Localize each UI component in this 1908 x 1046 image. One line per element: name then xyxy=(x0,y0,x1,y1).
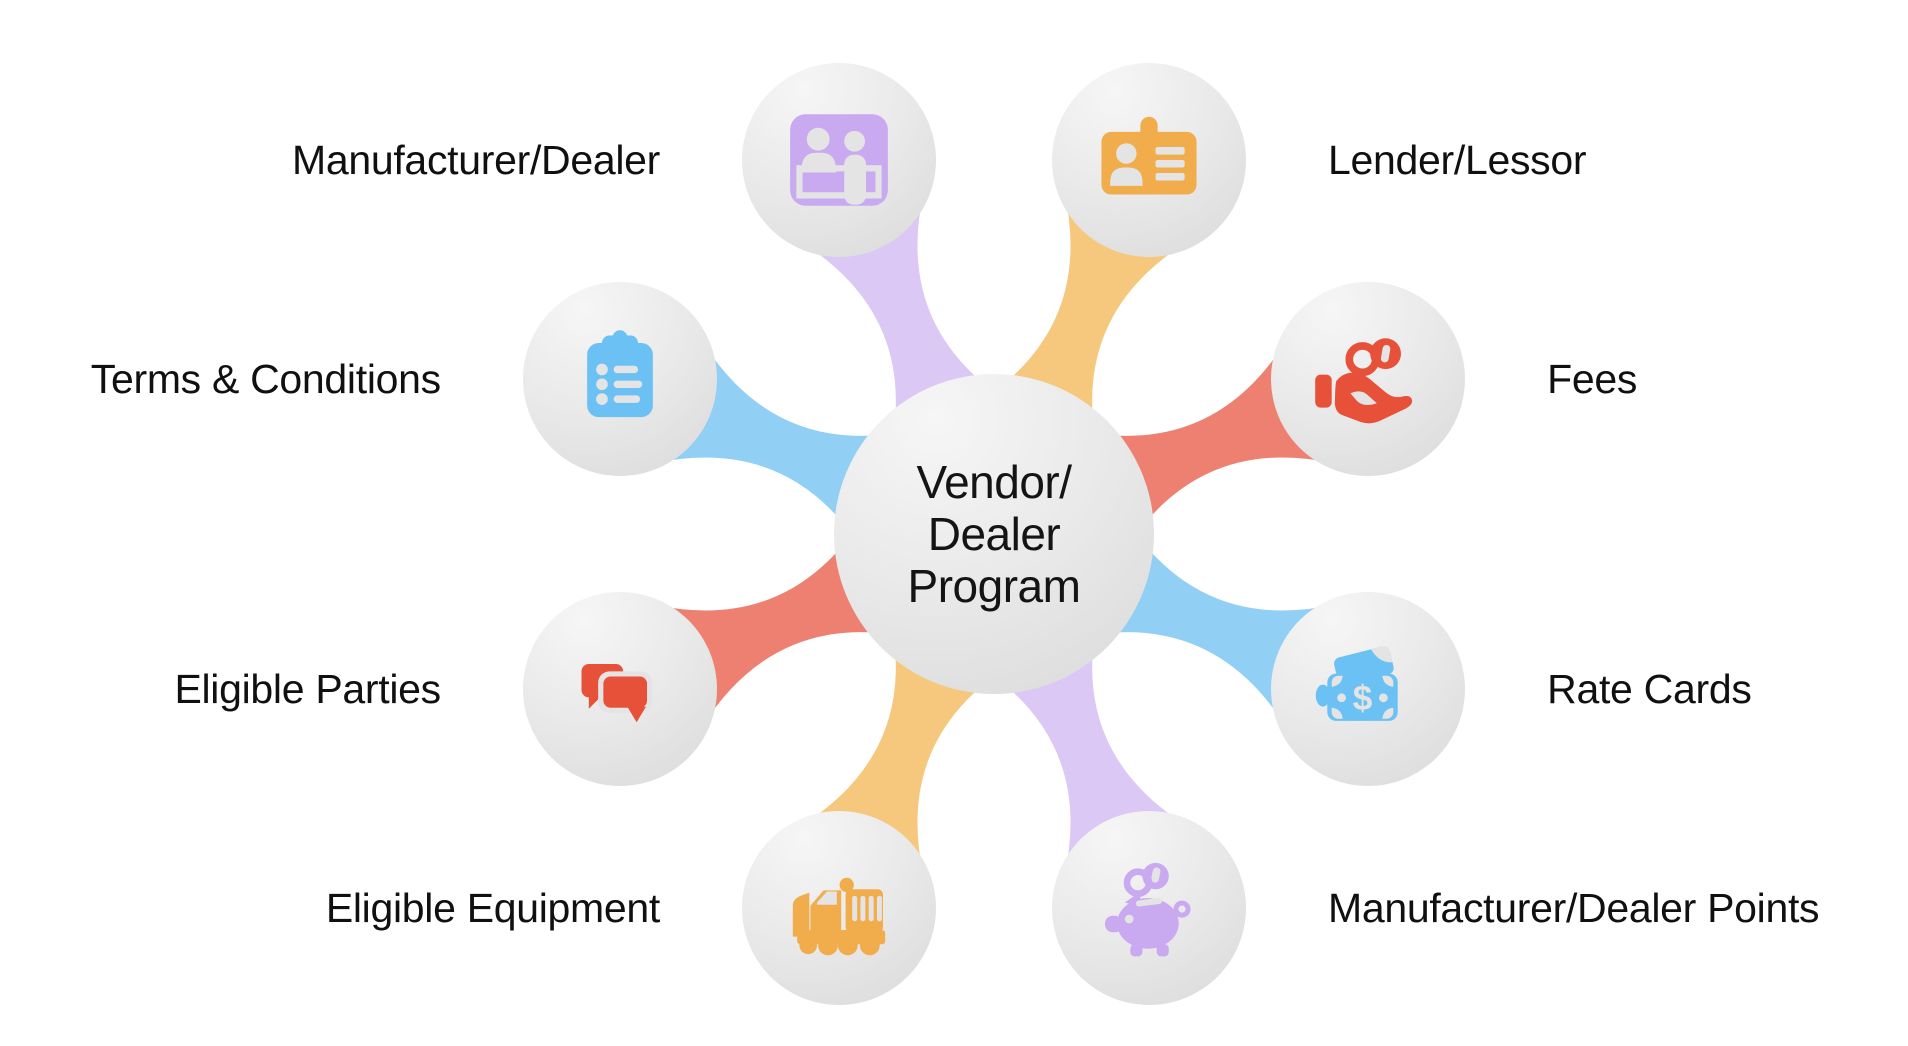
label-fees: Fees xyxy=(1547,356,1638,402)
node-fees xyxy=(1271,282,1466,476)
node-eligible-parties xyxy=(522,591,717,786)
piggy-bank-icon xyxy=(1104,863,1191,957)
node-lender-lessor xyxy=(1051,62,1246,257)
node-rate-cards: $ xyxy=(1271,591,1466,786)
label-eligible-equipment: Eligible Equipment xyxy=(325,885,661,932)
svg-text:$: $ xyxy=(1353,679,1373,718)
center-title-line2: Dealer xyxy=(927,508,1061,560)
hand-holding-coins-icon xyxy=(1315,338,1413,424)
label-manufacturer-dealer-points: Manufacturer/Dealer Points xyxy=(1327,885,1820,932)
node-manufacturer-dealer xyxy=(742,62,936,257)
center-title-line3: Program xyxy=(907,560,1081,612)
label-eligible-parties: Eligible Parties xyxy=(174,665,441,712)
chat-bubbles-icon xyxy=(581,664,653,723)
people-at-desk-icon xyxy=(790,114,888,206)
label-rate-cards: Rate Cards xyxy=(1547,665,1752,712)
node-manufacturer-dealer-points xyxy=(1051,811,1246,1006)
node-eligible-equipment xyxy=(742,811,936,1006)
label-terms-conditions: Terms & Conditions xyxy=(90,356,441,402)
center-title: Vendor/ Dealer Program xyxy=(908,456,1081,612)
money-bills-icon: $ xyxy=(1315,646,1398,721)
center-title-line1: Vendor/ xyxy=(916,456,1072,508)
id-badge-icon xyxy=(1101,116,1197,195)
construction-truck-icon xyxy=(792,877,886,956)
center-node: Vendor/ Dealer Program xyxy=(834,374,1154,694)
label-lender-lessor: Lender/Lessor xyxy=(1327,136,1587,183)
label-manufacturer-dealer: Manufacturer/Dealer xyxy=(291,136,661,183)
clipboard-checklist-icon xyxy=(586,330,653,418)
node-terms-conditions xyxy=(522,282,717,476)
